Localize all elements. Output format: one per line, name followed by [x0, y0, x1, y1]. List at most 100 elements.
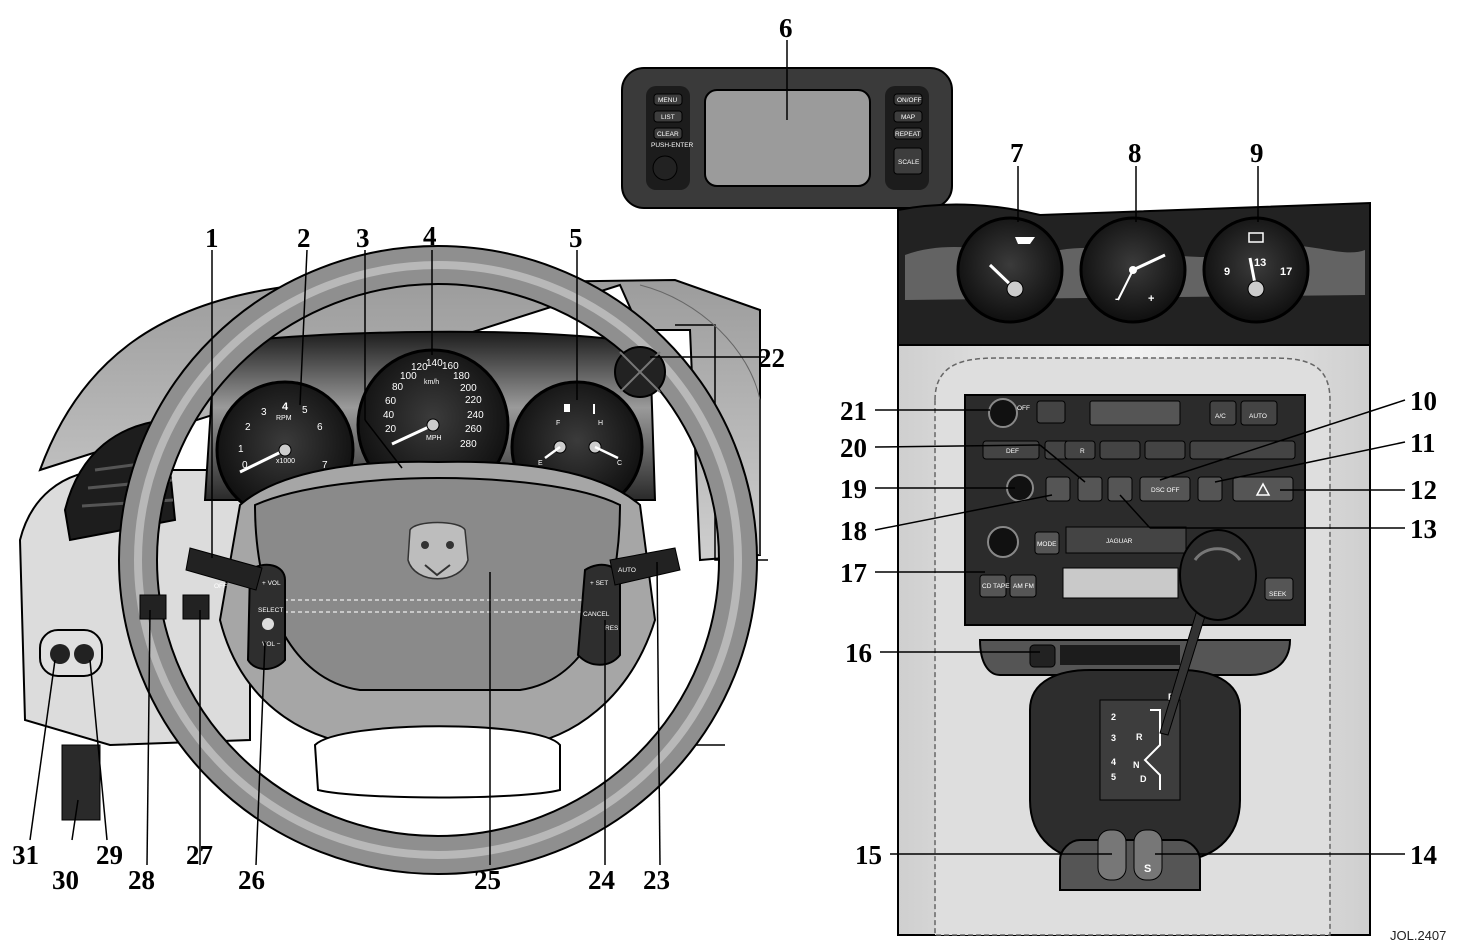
- gear-n: N: [1133, 760, 1140, 770]
- hazard-switch[interactable]: [1232, 476, 1294, 502]
- cd-tape-button[interactable]: [979, 574, 1007, 598]
- audio-display: [1062, 567, 1179, 599]
- rear-fog-switch[interactable]: [1107, 476, 1133, 502]
- recirculation-button[interactable]: [1036, 400, 1066, 424]
- vol-plus-button[interactable]: + VOL: [262, 580, 281, 587]
- repeat-button[interactable]: [893, 127, 923, 140]
- trip-computer-button[interactable]: [1097, 829, 1127, 881]
- sport-mode-button[interactable]: [1133, 829, 1163, 881]
- defrost-row: DEF R: [982, 440, 1296, 460]
- auto-button[interactable]: [1240, 400, 1278, 426]
- callout-16: 16: [845, 638, 872, 668]
- vol-minus-button[interactable]: VOL −: [262, 641, 281, 648]
- audio-volume-knob[interactable]: [987, 526, 1019, 558]
- passenger-seat-heater-switch[interactable]: [1197, 476, 1223, 502]
- light-indicator-stalk[interactable]: OFF: [185, 547, 263, 591]
- clear-button[interactable]: [653, 127, 683, 140]
- fuel-needle: [544, 445, 561, 460]
- seek-button[interactable]: [1264, 577, 1294, 601]
- battery-icon: [1248, 232, 1264, 243]
- rear-r-label: R: [1080, 448, 1085, 455]
- fuel-full: F: [556, 420, 560, 427]
- tach-tick-2: 2: [245, 422, 251, 433]
- on-off-label: ON/OFF: [897, 97, 922, 104]
- pedal-adjust-switch[interactable]: [139, 594, 167, 620]
- gear-2: 2: [1111, 712, 1116, 722]
- audio-phone-wheel-controls[interactable]: + VOL SELECT VOL −: [246, 563, 286, 670]
- cd-tape-label: CD TAPE: [982, 583, 1010, 590]
- temp-hot: H: [598, 420, 603, 427]
- temp-up-button[interactable]: [1144, 440, 1186, 460]
- scale-label: SCALE: [898, 159, 920, 166]
- volt-17: 17: [1280, 266, 1292, 278]
- cancel-button[interactable]: CANCEL: [583, 611, 610, 618]
- air-distribution-buttons[interactable]: [1189, 440, 1296, 460]
- tach-unit: RPM: [276, 415, 292, 422]
- am-fm-label: AM FM: [1013, 583, 1034, 590]
- callout-6: 6: [779, 13, 793, 43]
- callout-13: 13: [1410, 514, 1437, 544]
- seat-heat-switch[interactable]: [182, 594, 210, 620]
- callout-25: 25: [474, 865, 501, 895]
- tach-tick-6: 6: [317, 422, 323, 433]
- am-fm-button[interactable]: [1009, 574, 1037, 598]
- on-off-button[interactable]: [893, 93, 923, 106]
- wiper-auto-label: AUTO: [618, 567, 636, 574]
- wiper-stalk[interactable]: AUTO: [609, 547, 681, 586]
- rear-defrost-button[interactable]: [1064, 440, 1096, 460]
- clock-minus: -: [1115, 293, 1119, 305]
- callout-27: 27: [186, 840, 213, 870]
- airbag-horn-pad[interactable]: [253, 476, 622, 691]
- temp-cold: C: [617, 460, 622, 467]
- callout-26: 26: [238, 865, 265, 895]
- auto-label: AUTO: [1249, 413, 1267, 420]
- resume-button[interactable]: RES: [605, 625, 619, 632]
- callout-labels: 1 2 3 4 5 6 7 8 9 10 11 12 13 14 15 16 1…: [12, 13, 1437, 895]
- push-enter-label: PUSH-ENTER: [651, 142, 694, 149]
- tach-scale: x1000: [276, 458, 295, 465]
- map-button[interactable]: [893, 110, 923, 123]
- gear-d: D: [1140, 774, 1147, 784]
- climate-display: [1089, 400, 1181, 426]
- seat-heater-switch[interactable]: [1045, 476, 1071, 502]
- list-button[interactable]: [653, 110, 683, 123]
- callout-3: 3: [356, 223, 370, 253]
- trunk-release-switch[interactable]: [61, 744, 101, 821]
- front-fog-switch[interactable]: [1077, 476, 1103, 502]
- select-button[interactable]: SELECT: [258, 607, 283, 614]
- callout-19: 19: [840, 474, 867, 504]
- audio-mode-button[interactable]: [1034, 531, 1060, 555]
- speedo-80: 80: [392, 382, 404, 393]
- tach-tick-3: 3: [261, 407, 267, 418]
- speedo-240: 240: [467, 410, 484, 421]
- speedo-100: 100: [400, 371, 417, 382]
- menu-button[interactable]: [653, 93, 683, 106]
- hazard-triangle-icon: [1255, 482, 1271, 496]
- gear-5: 5: [1111, 772, 1116, 782]
- push-enter-knob[interactable]: [652, 155, 678, 181]
- fan-speed-knob[interactable]: [988, 398, 1018, 428]
- scale-button[interactable]: [893, 147, 923, 175]
- speedo-unit: MPH: [426, 435, 442, 442]
- gear-lever[interactable]: [1159, 529, 1257, 736]
- steering-wheel[interactable]: [118, 245, 758, 875]
- gear-3: 3: [1111, 733, 1116, 743]
- set-plus-button[interactable]: + SET: [590, 580, 608, 587]
- ashtray-button[interactable]: [1029, 644, 1056, 668]
- drive-mode-switches: S: [1059, 829, 1201, 891]
- temp-down-button[interactable]: [1099, 440, 1141, 460]
- jaguar-emblem: [407, 521, 469, 580]
- trunk-release-button[interactable]: [74, 644, 94, 664]
- cruise-wheel-controls[interactable]: + SET CANCEL RES: [576, 563, 621, 666]
- temp-needle: [594, 445, 619, 460]
- oil-can-icon: [1015, 237, 1035, 244]
- mirror-control-switch[interactable]: [614, 346, 666, 398]
- analog-clock: - +: [1079, 216, 1187, 324]
- speedo-unit-kmh: km/h: [424, 379, 439, 386]
- figure-reference: JOL.2407: [1390, 928, 1446, 943]
- dsc-off-switch[interactable]: [1139, 476, 1191, 502]
- tach-tick-5: 5: [302, 405, 308, 416]
- fuel-filler-release-button[interactable]: [50, 644, 70, 664]
- ac-button[interactable]: [1209, 400, 1237, 426]
- phone-icon[interactable]: [262, 618, 274, 630]
